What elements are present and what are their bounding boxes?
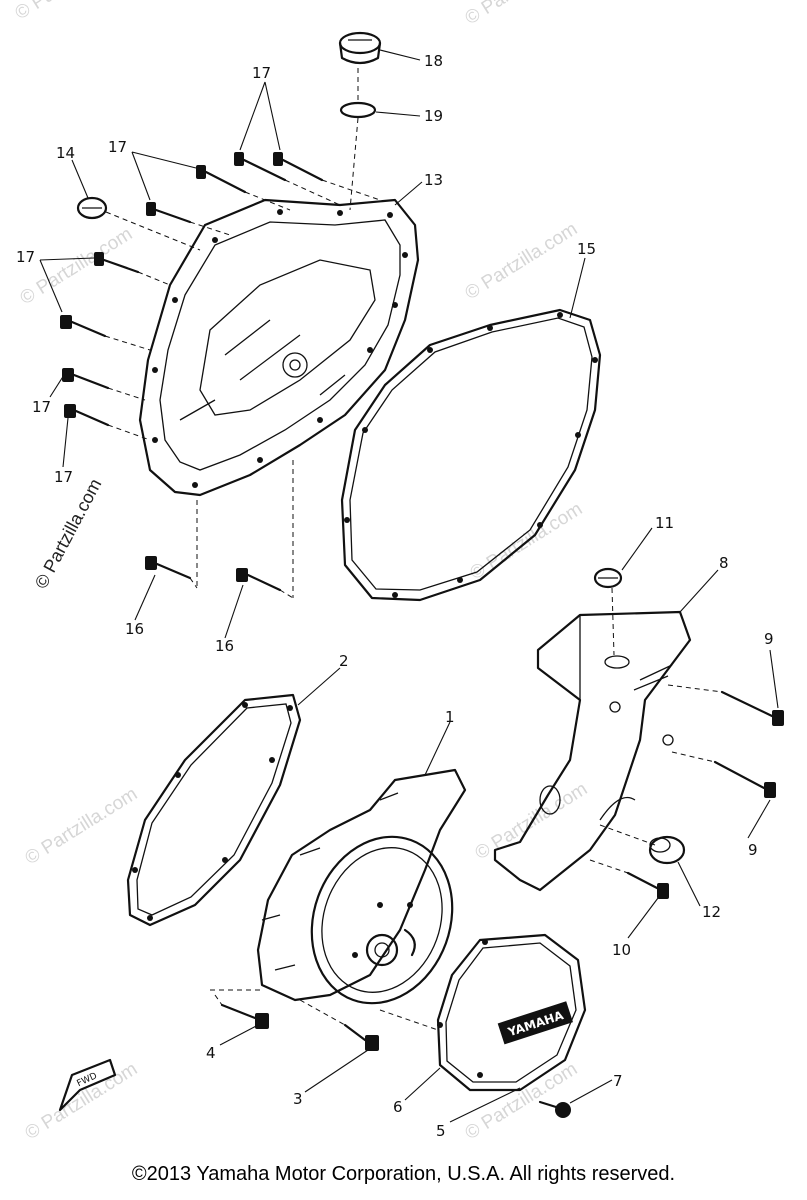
watermark: © Partzilla.com [462, 1059, 582, 1145]
bolts-17 [60, 152, 381, 441]
callout-17: 17 [54, 468, 73, 486]
callout-8: 8 [719, 554, 729, 572]
watermark: © Partzilla.com [17, 224, 137, 310]
bolt [60, 315, 107, 338]
watermark-layer: © Partzilla.com © Partzilla.com © Partzi… [12, 0, 592, 1144]
callout-17: 17 [32, 398, 51, 416]
bracket-cover-8 [493, 610, 692, 892]
bolt-3 [299, 999, 379, 1051]
callout-17: 17 [252, 64, 271, 82]
bolt [146, 202, 192, 224]
callout-13: 13 [424, 171, 443, 189]
gasket-2 [126, 693, 302, 927]
callout-17: 17 [16, 248, 35, 266]
bolt-4 [210, 989, 269, 1029]
bolt [234, 152, 287, 182]
bolt [62, 368, 110, 390]
callout-3: 3 [293, 1090, 303, 1108]
callout-16: 16 [125, 620, 144, 638]
callout-19: 19 [424, 107, 443, 125]
screw-7 [538, 1100, 571, 1118]
callout-11: 11 [655, 514, 674, 532]
assembly-line [105, 211, 201, 251]
callout-10: 10 [612, 941, 631, 959]
assembly-line [349, 68, 359, 211]
callout-7: 7 [613, 1072, 623, 1090]
assembly-line [611, 587, 615, 656]
bolts-9 [667, 684, 784, 798]
callout-18: 18 [424, 52, 443, 70]
watermark: © Partzilla.com [12, 0, 132, 24]
yamaha-badge: YAMAHA [497, 1001, 573, 1045]
bolt [64, 404, 110, 427]
callout-17: 17 [108, 138, 127, 156]
leader-lines [39, 49, 779, 1123]
plug-14 [76, 196, 108, 220]
callout-labels: 18 19 13 14 17 17 17 17 17 15 16 16 11 8… [16, 52, 774, 1140]
o-ring-19 [339, 101, 377, 119]
watermark: © Partzilla.com [462, 219, 582, 305]
callout-4: 4 [206, 1044, 216, 1062]
bolt [196, 165, 247, 194]
callout-9: 9 [764, 630, 774, 648]
copyright-notice: ©2013 Yamaha Motor Corporation, U.S.A. A… [131, 1163, 676, 1185]
callout-5: 5 [436, 1122, 446, 1140]
callout-12: 12 [702, 903, 721, 921]
crankcase-cover-1 [256, 768, 467, 1005]
callout-1: 1 [445, 708, 455, 726]
callout-9: 9 [748, 841, 758, 859]
bolt-10 [589, 824, 669, 899]
cap-12 [648, 835, 686, 865]
gasket-15 [340, 308, 602, 602]
watermark-vertical: © Partzilla.com [31, 475, 106, 591]
crankcase-cover-13 [138, 198, 420, 497]
callout-2: 2 [339, 652, 349, 670]
bolt [145, 556, 192, 580]
bolts-16 [145, 460, 294, 599]
callout-15: 15 [577, 240, 596, 258]
callout-14: 14 [56, 144, 75, 162]
plug-11 [593, 567, 623, 589]
oil-filler-cap-18 [338, 31, 382, 65]
watermark: © Partzilla.com [462, 0, 582, 29]
bolt [713, 760, 776, 798]
watermark: © Partzilla.com [22, 784, 142, 870]
callout-6: 6 [393, 1098, 403, 1116]
bolt [273, 152, 324, 182]
callout-16: 16 [215, 637, 234, 655]
bolt [94, 252, 140, 274]
bolt [236, 568, 282, 592]
assembly-line [379, 1009, 439, 1031]
bolt [720, 690, 784, 726]
